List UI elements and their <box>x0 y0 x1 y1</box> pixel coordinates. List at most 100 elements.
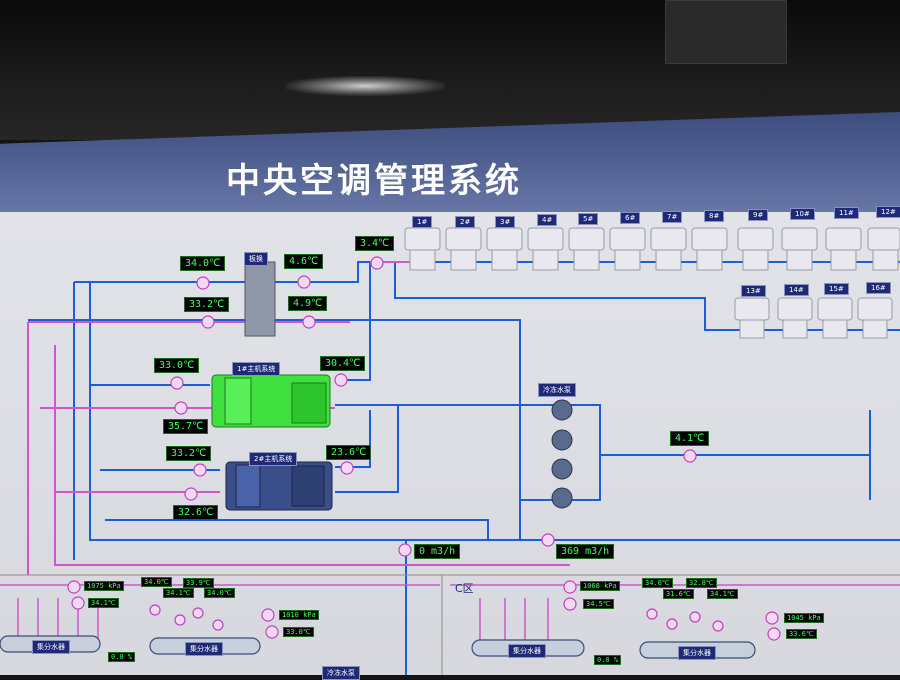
pump-group <box>551 399 573 509</box>
tower-label-10: 10# <box>790 208 815 220</box>
left-branch3-reading: 33.9℃ <box>183 578 214 588</box>
hx-in-top-reading: 34.0℃ <box>180 256 226 271</box>
c-pressure-reading: 1068 kPa <box>580 581 620 591</box>
pump-4 <box>551 487 573 509</box>
c-collector-label: 集分水器 <box>508 644 546 658</box>
chiller-2-unit <box>225 461 333 511</box>
pipe-bottom-verticals <box>17 598 549 640</box>
tower-16 <box>857 297 893 339</box>
tower-label-15: 15# <box>824 283 849 295</box>
tower-2 <box>445 227 482 271</box>
tower-supply-reading: 3.4℃ <box>355 236 395 251</box>
hx-out-bottom-reading: 4.9℃ <box>288 296 328 311</box>
c-branch2-reading: 32.8℃ <box>686 578 717 588</box>
tower-13 <box>734 297 770 339</box>
tower-15 <box>817 297 853 339</box>
tower-label-4: 4# <box>537 214 558 226</box>
tower-10 <box>781 227 818 271</box>
c-temp-reading: 34.5℃ <box>583 599 614 609</box>
tower-14 <box>777 297 813 339</box>
tower-4 <box>527 227 564 271</box>
tower-12 <box>867 227 900 271</box>
c-pressure2-reading: 1045 kPa <box>784 613 824 623</box>
c-bottom-reading: 0.0 % <box>594 655 622 665</box>
tower-label-14: 14# <box>784 284 809 296</box>
left-pressure-reading: 1075 kPa <box>84 581 124 591</box>
tower-label-11: 11# <box>834 207 859 219</box>
pipe-magenta-top <box>27 321 350 575</box>
tower-8 <box>691 227 728 271</box>
chiller2-out-reading: 23.6℃ <box>326 445 372 460</box>
tower-9 <box>737 227 774 271</box>
hx-out-top-reading: 4.6℃ <box>284 254 324 269</box>
flow-right-reading: 369 m3/h <box>556 544 615 559</box>
tower-label-7: 7# <box>662 211 683 223</box>
chiller2-low-reading: 32.6℃ <box>173 505 219 520</box>
chiller1-in-reading: 33.0℃ <box>154 358 200 373</box>
tower-label-6: 6# <box>620 212 641 224</box>
chiller1-out-reading: 30.4℃ <box>320 356 366 371</box>
pump-3 <box>551 458 573 480</box>
pipe-blue-ch2-out <box>335 405 399 493</box>
c-branch4-reading: 34.1℃ <box>707 589 738 599</box>
left-branch2-reading: 34.1℃ <box>163 588 194 598</box>
pump-2 <box>551 429 573 451</box>
tower-label-1: 1# <box>412 216 433 228</box>
section-divider <box>0 574 900 675</box>
tower-label-8: 8# <box>704 210 725 222</box>
c-branch1-reading: 34.0℃ <box>642 578 673 588</box>
pipe-blue-tower-ret <box>394 262 900 331</box>
pipe-blue-pump-bus <box>519 404 601 501</box>
flow-left-reading: 0 m3/h <box>414 544 461 559</box>
left-bottom-reading: 0.0 % <box>108 652 136 662</box>
ceiling-light-reflection <box>285 76 445 96</box>
chiller-1-unit <box>211 374 331 428</box>
tower-label-12: 12# <box>876 206 900 218</box>
heat-exchanger-label: 板换 <box>244 252 268 266</box>
pump-main-reading: 4.1℃ <box>670 431 710 446</box>
tower-5 <box>568 227 605 271</box>
left-branch1-reading: 34.0℃ <box>141 577 172 587</box>
tower-label-2: 2# <box>455 216 476 228</box>
left-branch4-reading: 34.0℃ <box>204 588 235 598</box>
left-separator-label: 集分水器 <box>185 642 223 656</box>
left-collector-label: 集分水器 <box>32 640 70 654</box>
tower-7 <box>650 227 687 271</box>
c-temp2-reading: 33.6℃ <box>786 629 817 639</box>
chiller2-in-reading: 33.2℃ <box>166 446 212 461</box>
pipe-blue-pump-out <box>600 410 871 500</box>
zone-c-label: C区 <box>455 582 474 595</box>
c-branch3-reading: 31.6℃ <box>663 589 694 599</box>
heat-exchanger <box>244 261 276 337</box>
chiller1-low-reading: 35.7℃ <box>163 419 209 434</box>
pipe-blue-low <box>105 519 900 541</box>
sensor-points <box>67 256 781 641</box>
pipe-blue-vert2 <box>89 282 520 541</box>
left-pressure2-reading: 1010 kPa <box>279 610 319 620</box>
chiller-2-label: 2#主机系统 <box>249 452 298 466</box>
tower-1 <box>404 227 441 271</box>
tower-label-3: 3# <box>495 216 516 228</box>
page-title: 中央空调管理系统 <box>226 161 522 201</box>
background-doorway <box>665 0 787 64</box>
pump-group-label: 冷冻水泵 <box>538 383 576 397</box>
tower-11 <box>825 227 862 271</box>
cooling-tower-row1 <box>404 227 900 271</box>
hx-in-bottom-reading: 33.2℃ <box>184 297 230 312</box>
pipe-magenta-low <box>54 345 570 566</box>
left-temp2-reading: 33.0℃ <box>283 627 314 637</box>
tower-6 <box>609 227 646 271</box>
bottom-tag-label: 冷冻水泵 <box>322 666 360 680</box>
tower-3 <box>486 227 523 271</box>
tower-label-5: 5# <box>578 213 599 225</box>
cooling-tower-row2 <box>734 297 893 339</box>
tower-label-9: 9# <box>748 209 769 221</box>
c-separator-label: 集分水器 <box>678 646 716 660</box>
tower-label-13: 13# <box>741 285 766 297</box>
left-temp-reading: 34.1℃ <box>88 598 119 608</box>
pump-1 <box>551 399 573 421</box>
chiller-1-label: 1#主机系统 <box>232 362 281 376</box>
tower-label-16: 16# <box>866 282 891 294</box>
